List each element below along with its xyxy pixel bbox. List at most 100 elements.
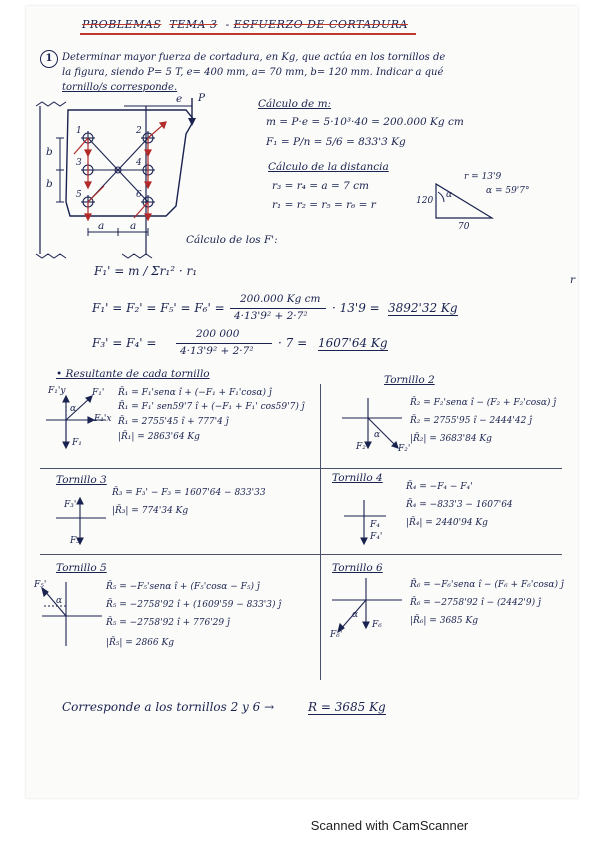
calc-m-line-2: F₁ = P/n = 5/6 = 833'3 Kg xyxy=(266,136,406,148)
t2-line-1: R̄₂ = F₂'senα î − (F₂ + F₂'cosα) ĵ xyxy=(410,398,557,408)
t1-line-4: |R̄₁| = 2863'64 Kg xyxy=(118,432,200,442)
calc-F-eq-3-num: 200 000 xyxy=(196,328,240,340)
t1-label-F1: F₁ xyxy=(72,438,82,448)
calc-m-heading: Cálculo de m: xyxy=(258,98,332,110)
t4-line-1: R̄₄ = −F₄ − F₄' xyxy=(406,482,473,492)
t1-label-F1x: F₁'x xyxy=(94,414,112,424)
t6-line-2: R̄₆ = −2758'92 î − (2442'9) ĵ xyxy=(410,598,541,608)
t1-line-1: R̄₁ = F₁'senα î + (−F₁ + F₁'cosα) ĵ xyxy=(118,388,272,398)
statement-line-3: tornillo/s corresponde. xyxy=(62,82,178,93)
calc-F-eq-1: F₁' = m / Σr₁² · r₁ xyxy=(94,264,198,278)
t5-line-4: |R̄₅| = 2866 Kg xyxy=(106,638,174,648)
bolt-plate-figure xyxy=(35,98,196,259)
bolt-label-3: 3 xyxy=(76,158,82,168)
t5-heading: Tornillo 5 xyxy=(56,562,107,574)
t5-line-1: R̄₅ = −F₅'senα î + (F₅'cosα − F₅) ĵ xyxy=(106,582,260,592)
edge-mark: r xyxy=(570,274,576,286)
t3-label-F3prime: F₃' xyxy=(64,500,77,510)
t1-label-F1y: F₁'y xyxy=(48,386,66,396)
distance-triangle xyxy=(435,182,495,219)
t2-label-F2prime: F₂' xyxy=(398,444,411,454)
title-underline xyxy=(80,33,416,35)
t1-label-F1prime: F₁' xyxy=(92,388,105,398)
t1-force-diagram xyxy=(46,394,106,450)
resultante-heading: • Resultante de cada tornillo xyxy=(56,368,210,380)
calc-dist-line-1: r₃ = r₄ = a = 7 cm xyxy=(272,180,369,192)
calc-F-eq-2-rhs: · 13'9 = xyxy=(332,301,380,315)
statement-line-1: Determinar mayor fuerza de cortadura, en… xyxy=(62,52,446,63)
t5-line-2: R̄₅ = −2758'92 î + (1609'59 − 833'3) ĵ xyxy=(106,600,282,610)
t2-heading: Tornillo 2 xyxy=(384,374,435,386)
title-subject: ESFUERZO DE CORTADURA xyxy=(233,18,408,31)
calc-F-eq-3-lhs: F₃' = F₄' = xyxy=(92,336,157,350)
t1-label-alpha: α xyxy=(70,404,77,414)
label-P: P xyxy=(198,92,206,104)
calc-F-eq-3-result: 1607'64 Kg xyxy=(318,336,388,351)
t4-label-F4: F₄ xyxy=(370,520,380,530)
t1-line-2: R̄₁ = F₁' sen59'7 î + (−F₁ + F₁' cos59'7… xyxy=(118,402,305,412)
t6-label-F6: F₆ xyxy=(372,620,382,630)
t5-force-diagram xyxy=(41,582,102,646)
scanner-watermark: Scanned with CamScanner xyxy=(310,818,469,833)
t5-label-alpha: α xyxy=(56,596,63,606)
t4-label-F4prime: F₄' xyxy=(370,532,383,542)
t3-label-F3: F₃ xyxy=(70,536,80,546)
triangle-alpha-value: α = 59'7° xyxy=(486,186,530,196)
calc-F-heading: Cálculo de los F': xyxy=(186,234,278,246)
t4-line-3: |R̄₄| = 2440'94 Kg xyxy=(406,518,488,528)
conclusion-text: Corresponde a los tornillos 2 y 6 → xyxy=(62,700,275,714)
t2-force-diagram xyxy=(342,398,402,450)
calc-F-eq-2-num: 200.000 Kg cm xyxy=(240,293,321,305)
t4-line-2: R̄₄ = −833'3 − 1607'64 xyxy=(406,500,513,510)
statement-line-2: la figura, siendo P= 5 T, e= 400 mm, a= … xyxy=(62,67,444,78)
calc-F-eq-3-rhs: · 7 = xyxy=(278,336,308,350)
calc-F-eq-2-fraction-bar xyxy=(230,308,326,309)
calc-m-line-1: m = P·e = 5·10³·40 = 200.000 Kg cm xyxy=(266,116,464,128)
t2-label-alpha: α xyxy=(374,430,381,440)
t2-line-3: |R̄₂| = 3683'84 Kg xyxy=(410,434,492,444)
page-title: PROBLEMAS TEMA 3 - ESFUERZO DE CORTADURA xyxy=(82,18,408,31)
label-a-left: a xyxy=(98,220,105,232)
label-b-top: b xyxy=(46,146,53,158)
calc-dist-line-2: r₁ = r₂ = r₅ = r₆ = r xyxy=(272,199,376,211)
problem-number: 1 xyxy=(40,50,58,68)
t3-heading: Tornillo 3 xyxy=(56,474,107,486)
t1-line-3: R̄₁ = 2755'45 î + 777'4 ĵ xyxy=(118,417,229,427)
title-tema: TEMA 3 xyxy=(169,18,218,31)
bolt-label-6: 6 xyxy=(136,190,142,200)
bolt-label-5: 5 xyxy=(76,190,82,200)
triangle-side: 120 xyxy=(416,196,434,206)
calc-F-eq-2-lhs: F₁' = F₂' = F₅' = F₆' = xyxy=(92,301,225,315)
title-prefix: PROBLEMAS xyxy=(82,18,162,31)
problem-statement: Determinar mayor fuerza de cortadura, en… xyxy=(62,50,562,95)
label-a-right: a xyxy=(130,220,137,232)
t3-force-diagram xyxy=(56,496,106,546)
calc-dist-heading: Cálculo de la distancia xyxy=(268,161,389,173)
bolt-label-1: 1 xyxy=(76,126,82,136)
label-b-bottom: b xyxy=(46,178,53,190)
calc-F-eq-2-den: 4·13'9² + 2·7² xyxy=(234,310,308,322)
triangle-r: r = 13'9 xyxy=(464,172,502,182)
t6-line-3: |R̄₆| = 3685 Kg xyxy=(410,616,478,626)
grid-divider-2 xyxy=(40,554,562,555)
grid-divider-1 xyxy=(40,468,562,469)
bolt-label-2: 2 xyxy=(136,126,142,136)
t2-line-2: R̄₂ = 2755'95 î − 2444'42 ĵ xyxy=(410,416,532,426)
calc-F-eq-3-den: 4·13'9² + 2·7² xyxy=(180,345,254,357)
t5-line-3: R̄₅ = −2758'92 î + 776'29 ĵ xyxy=(106,618,230,628)
conclusion-result: R = 3685 Kg xyxy=(308,700,386,715)
t3-line-2: |R̄₃| = 774'34 Kg xyxy=(112,506,189,516)
t6-force-diagram xyxy=(332,578,402,634)
t5-label-F5prime: F₅' xyxy=(34,580,47,590)
t2-label-F2: F₂ xyxy=(356,442,366,452)
t6-heading: Tornillo 6 xyxy=(332,562,383,574)
t6-label-F6prime: F₆' xyxy=(330,630,343,640)
t4-force-diagram xyxy=(344,500,386,546)
calc-F-eq-3-fraction-bar xyxy=(176,343,272,344)
label-e: e xyxy=(176,93,183,105)
t6-label-alpha: α xyxy=(352,610,359,620)
calc-F-eq-2-result: 3892'32 Kg xyxy=(388,301,458,316)
bolt-label-4: 4 xyxy=(136,158,142,168)
triangle-base: 70 xyxy=(458,222,470,232)
t3-line-1: R̄₃ = F₃' − F₃ = 1607'64 − 833'33 xyxy=(112,488,266,498)
